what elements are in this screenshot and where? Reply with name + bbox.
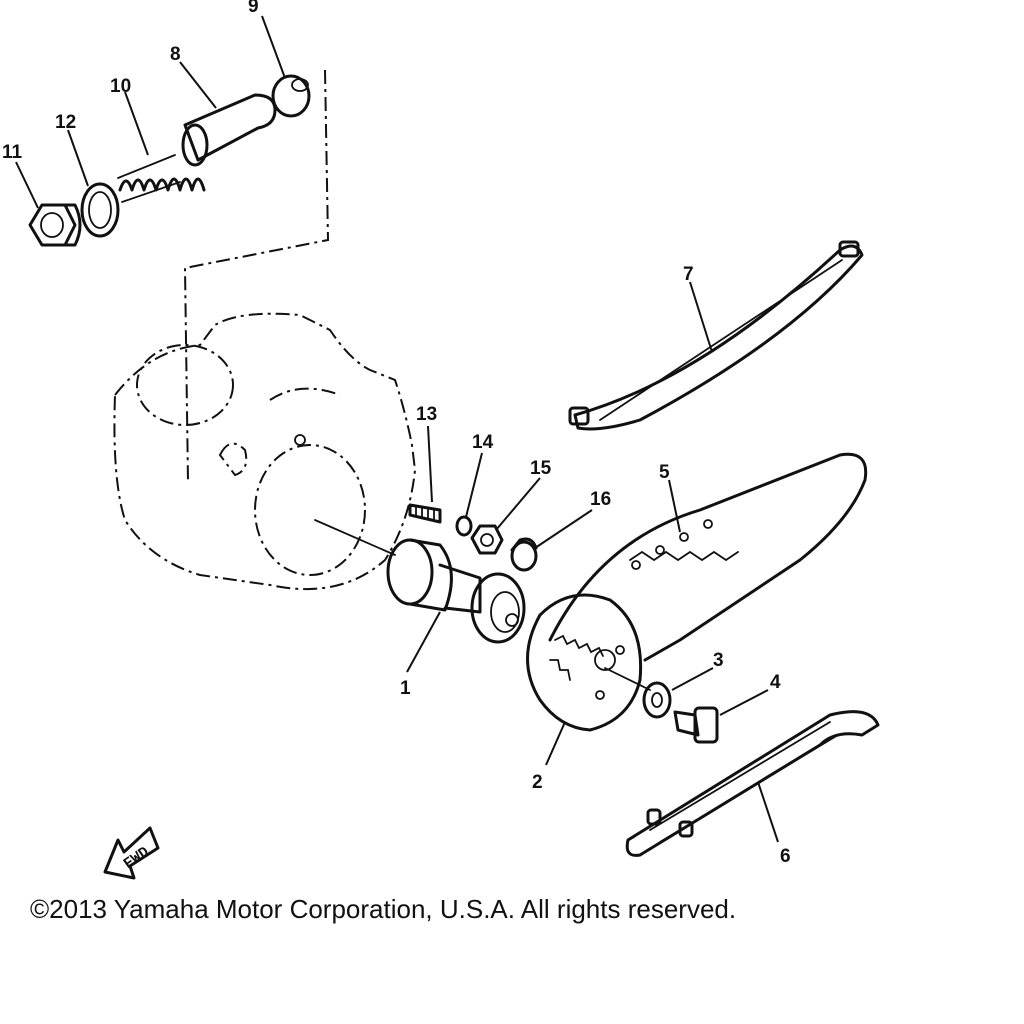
o-ring xyxy=(455,515,473,537)
tensioner-blade xyxy=(568,240,864,431)
leader-lines xyxy=(15,15,779,843)
callout-3: 3 xyxy=(713,650,724,671)
cylinder-head xyxy=(113,312,417,591)
callout-15: 15 xyxy=(530,458,552,479)
callout-6: 6 xyxy=(780,846,791,867)
cam-sprocket xyxy=(526,593,651,732)
callout-11: 11 xyxy=(2,142,23,163)
gasket xyxy=(80,182,120,238)
callout-4: 4 xyxy=(770,672,781,693)
callout-14: 14 xyxy=(472,432,494,453)
tensioner-rod xyxy=(181,93,277,167)
stud xyxy=(408,503,442,524)
cap-bolt xyxy=(28,203,82,247)
callout-10: 10 xyxy=(110,76,131,97)
callout-13: 13 xyxy=(416,404,437,425)
tensioner-guide-line xyxy=(183,69,330,483)
fwd-arrow-icon: FWD xyxy=(103,826,160,880)
cam-chain xyxy=(548,452,868,662)
nut xyxy=(470,524,504,555)
fwd-label: FWD xyxy=(121,844,153,873)
callout-7: 7 xyxy=(683,264,694,285)
tensioner-cap xyxy=(271,74,311,118)
copyright-notice: ©2013 Yamaha Motor Corporation, U.S.A. A… xyxy=(30,894,737,924)
tensioner-spring xyxy=(117,154,206,203)
callout-1: 1 xyxy=(400,678,411,699)
chain-guide xyxy=(625,710,880,857)
callout-16: 16 xyxy=(590,489,611,510)
callout-8: 8 xyxy=(170,44,181,65)
callout-9: 9 xyxy=(248,0,259,17)
camshaft xyxy=(314,519,526,644)
washer xyxy=(642,681,672,719)
callout-numbers: 1 2 3 4 5 6 7 8 9 10 11 12 13 14 15 16 xyxy=(2,0,791,867)
callout-5: 5 xyxy=(659,462,670,483)
callout-12: 12 xyxy=(55,112,76,133)
callout-2: 2 xyxy=(532,772,543,793)
bushing xyxy=(510,537,538,572)
bolt xyxy=(673,706,719,744)
